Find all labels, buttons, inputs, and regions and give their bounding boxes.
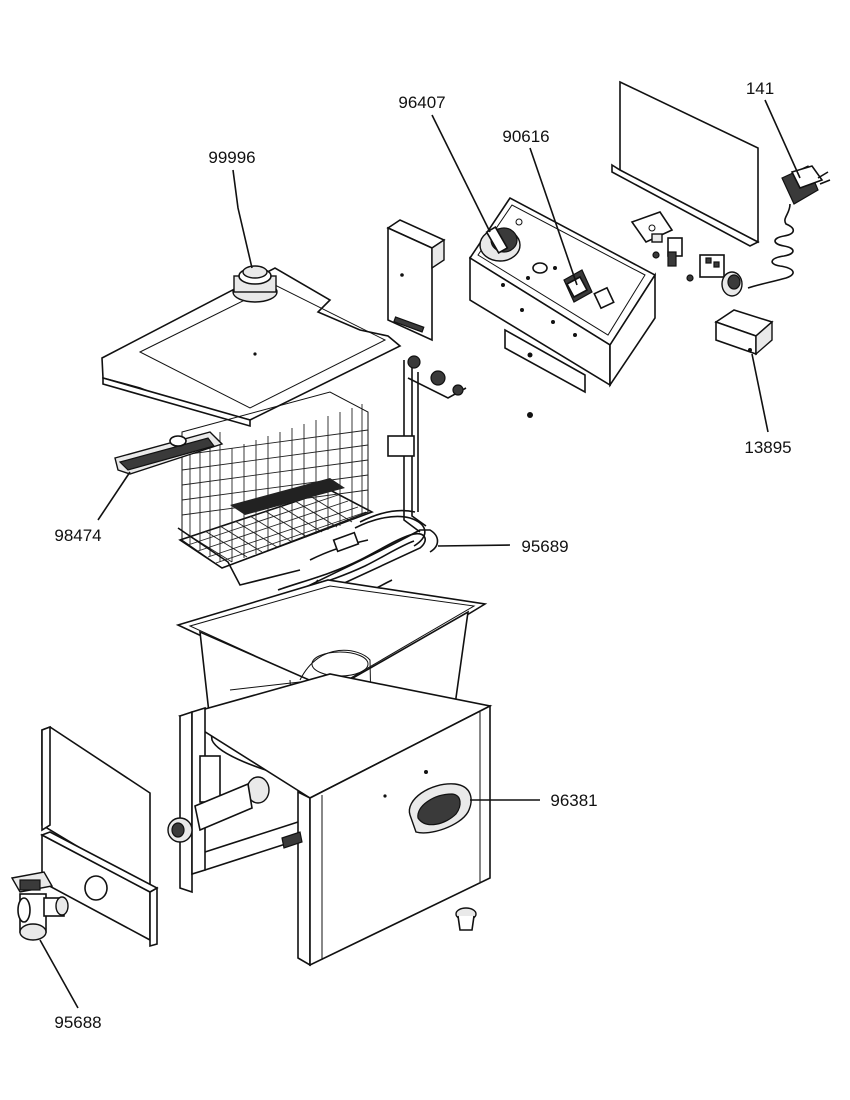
label-98474: 98474 [54,526,101,545]
switch [563,269,593,303]
side-handle [408,783,472,834]
cabinet [167,673,493,967]
label-13895: 13895 [744,438,791,457]
thermostat-bracket [386,219,467,533]
control-knob [479,226,521,262]
relay-box [714,309,774,356]
lid [101,265,402,428]
label-96381: 96381 [550,791,597,810]
terminal-parts [630,211,743,297]
label-96407: 96407 [398,93,445,112]
backplate [611,80,760,247]
power-plug [747,165,831,289]
front-panel [40,725,159,948]
label-141: 141 [746,79,774,98]
leader-lines [39,99,801,1009]
basket [177,391,374,586]
foot [455,907,477,931]
label-99996: 99996 [208,148,255,167]
control-box [468,196,657,418]
basket-handle [114,431,224,475]
label-90616: 90616 [502,127,549,146]
drain-valve [10,871,69,941]
label-95688: 95688 [54,1013,101,1032]
label-95689: 95689 [521,537,568,556]
